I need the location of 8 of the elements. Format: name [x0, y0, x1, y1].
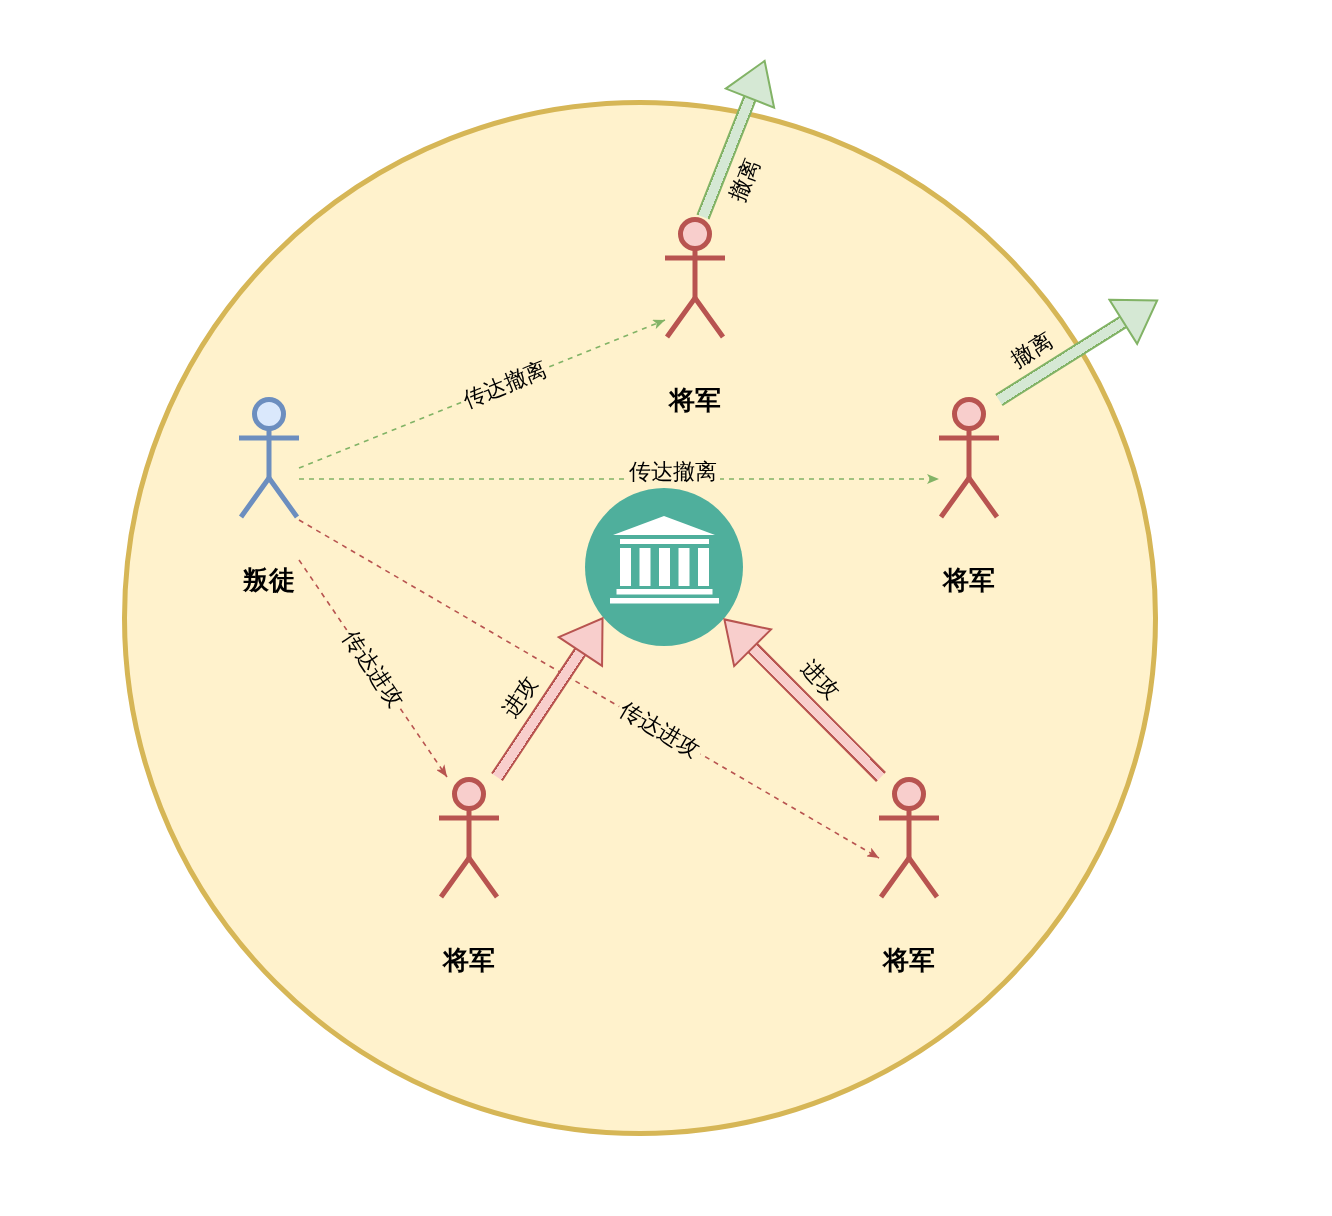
actor-label: 将军 [443, 945, 495, 975]
boundary-circle [122, 100, 1158, 1136]
building-icon [585, 488, 743, 646]
actor-label: 将军 [943, 565, 995, 595]
actor-label: 将军 [883, 945, 935, 975]
actor-label: 将军 [669, 385, 721, 415]
actor-label: 叛徒 [243, 565, 295, 595]
block-arrow [696, 57, 776, 220]
